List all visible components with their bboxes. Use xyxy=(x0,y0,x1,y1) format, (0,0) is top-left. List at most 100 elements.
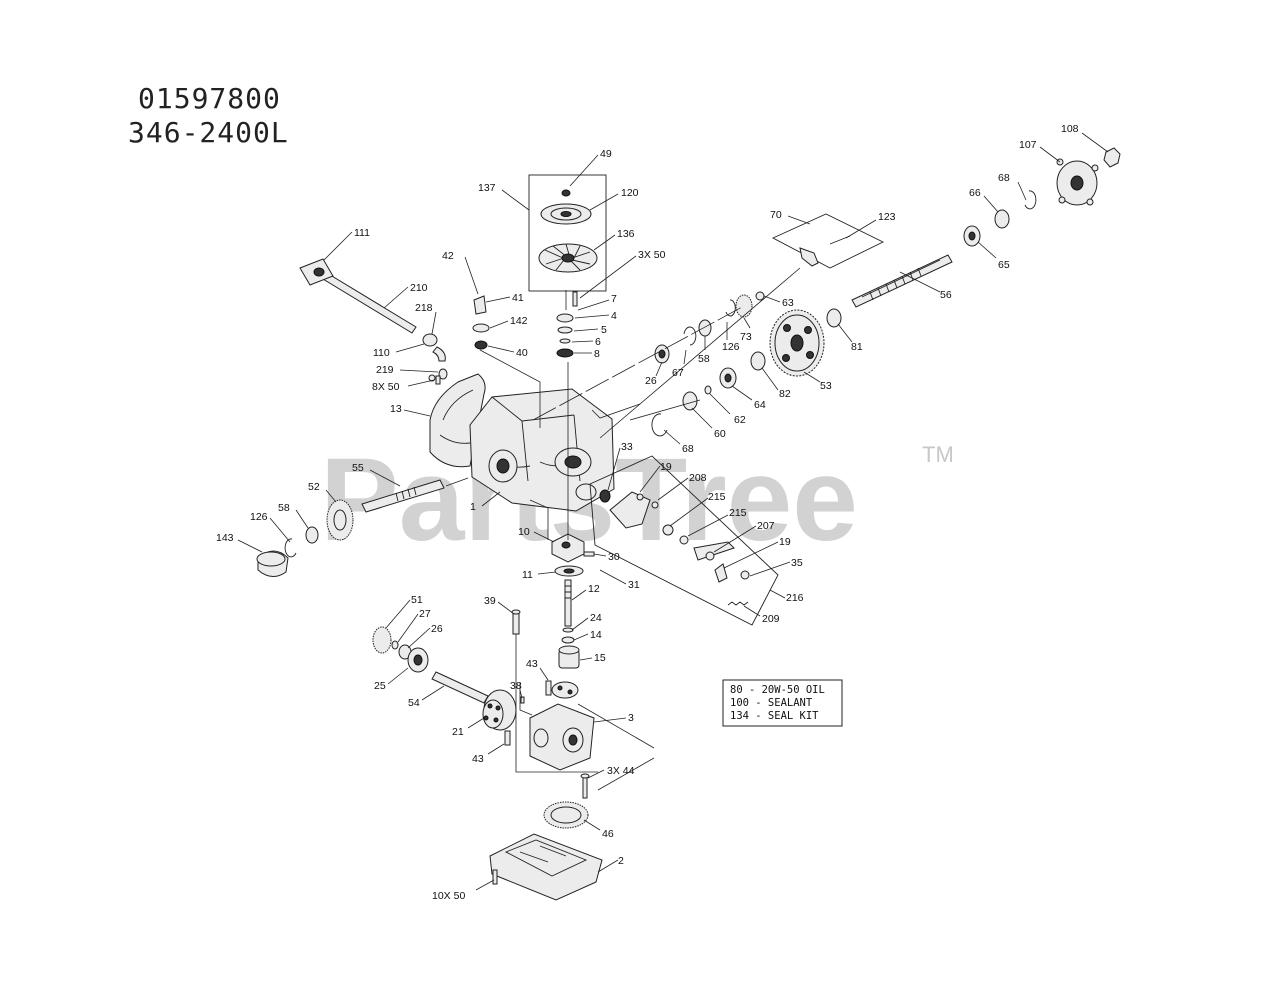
callout[interactable]: 70 xyxy=(770,209,782,221)
callout[interactable]: 51 xyxy=(411,594,423,606)
callout[interactable]: 33 xyxy=(621,441,633,453)
bearings-axle[interactable] xyxy=(826,190,1037,328)
callout[interactable]: 8 xyxy=(594,348,600,360)
pump-shaft-12[interactable] xyxy=(564,579,572,627)
callout[interactable]: 43 xyxy=(472,753,484,765)
control-rod-210[interactable] xyxy=(299,258,417,334)
callout[interactable]: 27 xyxy=(419,608,431,620)
callout[interactable]: 137 xyxy=(478,182,496,194)
callout[interactable]: 31 xyxy=(628,579,640,591)
callout[interactable]: 12 xyxy=(588,583,600,595)
callout[interactable]: 209 xyxy=(762,613,780,625)
callout[interactable]: 41 xyxy=(512,292,524,304)
callout[interactable]: 215 xyxy=(708,491,726,503)
callout[interactable]: 111 xyxy=(354,227,370,239)
callout[interactable]: 126 xyxy=(250,511,268,523)
callout[interactable]: 3X 44 xyxy=(607,765,635,777)
motor-gear-51[interactable] xyxy=(372,626,399,654)
callout[interactable]: 10 xyxy=(518,526,530,538)
callout[interactable]: 63 xyxy=(782,297,794,309)
callout[interactable]: 43 xyxy=(526,658,538,670)
callout[interactable]: 66 xyxy=(969,187,981,199)
callout[interactable]: 8X 50 xyxy=(372,381,400,393)
brake-parts[interactable] xyxy=(599,489,750,606)
callout[interactable]: 73 xyxy=(740,331,752,343)
callout[interactable]: 7 xyxy=(611,293,617,305)
callout[interactable]: 42 xyxy=(442,250,454,262)
motor-block-21[interactable] xyxy=(482,689,517,731)
input-shaft-55[interactable] xyxy=(361,479,445,513)
washers-82-64-62-60[interactable] xyxy=(651,351,766,437)
callout[interactable]: 108 xyxy=(1061,123,1079,135)
bottom-cover-2[interactable] xyxy=(489,833,603,901)
callout[interactable]: 68 xyxy=(998,172,1010,184)
callout[interactable]: 54 xyxy=(408,697,420,709)
callout[interactable]: 215 xyxy=(729,507,747,519)
washers-58-126-143[interactable] xyxy=(256,526,319,577)
callout[interactable]: 67 xyxy=(672,367,684,379)
callout[interactable]: 123 xyxy=(878,211,896,223)
callout[interactable]: 136 xyxy=(617,228,635,240)
callout[interactable]: 14 xyxy=(590,629,602,641)
callout[interactable]: 24 xyxy=(590,612,602,624)
bolts-8x50[interactable] xyxy=(435,375,441,385)
callout[interactable]: 15 xyxy=(594,652,606,664)
callout[interactable]: 126 xyxy=(722,341,740,353)
callout[interactable]: 46 xyxy=(602,828,614,840)
callout[interactable]: 219 xyxy=(376,364,394,376)
fan-136[interactable] xyxy=(538,243,598,273)
callout[interactable]: 143 xyxy=(216,532,234,544)
pulley-120[interactable] xyxy=(540,189,592,225)
callout[interactable]: 3X 50 xyxy=(638,249,666,261)
callout[interactable]: 207 xyxy=(757,520,775,532)
callout[interactable]: 26 xyxy=(431,623,443,635)
ring-gear-46[interactable] xyxy=(543,801,589,829)
axle-shaft-56[interactable] xyxy=(851,254,953,308)
callout[interactable]: 19 xyxy=(779,536,791,548)
thrust-bearing-11[interactable] xyxy=(554,565,584,577)
callout[interactable]: 10X 50 xyxy=(432,890,465,902)
drive-shaft-stack[interactable] xyxy=(556,291,578,358)
callout[interactable]: 216 xyxy=(786,592,804,604)
callout[interactable]: 26 xyxy=(645,375,657,387)
callout[interactable]: 82 xyxy=(779,388,791,400)
callout[interactable]: 40 xyxy=(516,347,528,359)
callout[interactable]: 6 xyxy=(595,336,601,348)
callout[interactable]: 3 xyxy=(628,712,634,724)
callout[interactable]: 65 xyxy=(998,259,1010,271)
swashplate-10[interactable] xyxy=(551,533,595,563)
callout[interactable]: 218 xyxy=(415,302,433,314)
bearings-26-25[interactable] xyxy=(398,644,429,673)
nut-108[interactable] xyxy=(1103,147,1121,168)
callout[interactable]: 25 xyxy=(374,680,386,692)
fittings-218-110-219[interactable] xyxy=(422,333,448,380)
callout[interactable]: 19 xyxy=(660,461,672,473)
callout[interactable]: 21 xyxy=(452,726,464,738)
center-section-3[interactable] xyxy=(529,681,595,771)
callout[interactable]: 13 xyxy=(390,403,402,415)
pins-43-38[interactable] xyxy=(504,680,552,746)
callout[interactable]: 107 xyxy=(1019,139,1037,151)
callout[interactable]: 210 xyxy=(410,282,428,294)
callout[interactable]: 60 xyxy=(714,428,726,440)
callout[interactable]: 58 xyxy=(278,502,290,514)
bevel-gear-52[interactable] xyxy=(326,499,354,541)
callout[interactable]: 110 xyxy=(373,347,390,359)
callout[interactable]: 68 xyxy=(682,443,694,455)
callout[interactable]: 58 xyxy=(698,353,710,365)
callout[interactable]: 35 xyxy=(791,557,803,569)
bolts-10x50[interactable] xyxy=(492,869,498,885)
callout[interactable]: 53 xyxy=(820,380,832,392)
wheel-hub-107[interactable] xyxy=(1056,158,1099,206)
bull-gear-53[interactable] xyxy=(769,309,825,377)
callout[interactable]: 1 xyxy=(470,501,476,513)
main-case-1[interactable] xyxy=(469,388,615,512)
bracket-41-142-40[interactable] xyxy=(472,295,490,350)
callout[interactable]: 208 xyxy=(689,472,707,484)
callout[interactable]: 30 xyxy=(608,551,620,563)
callout[interactable]: 64 xyxy=(754,399,766,411)
callout[interactable]: 4 xyxy=(611,310,617,322)
callout[interactable]: 2 xyxy=(618,855,624,867)
callout[interactable]: 142 xyxy=(510,315,528,327)
callout[interactable]: 39 xyxy=(484,595,496,607)
